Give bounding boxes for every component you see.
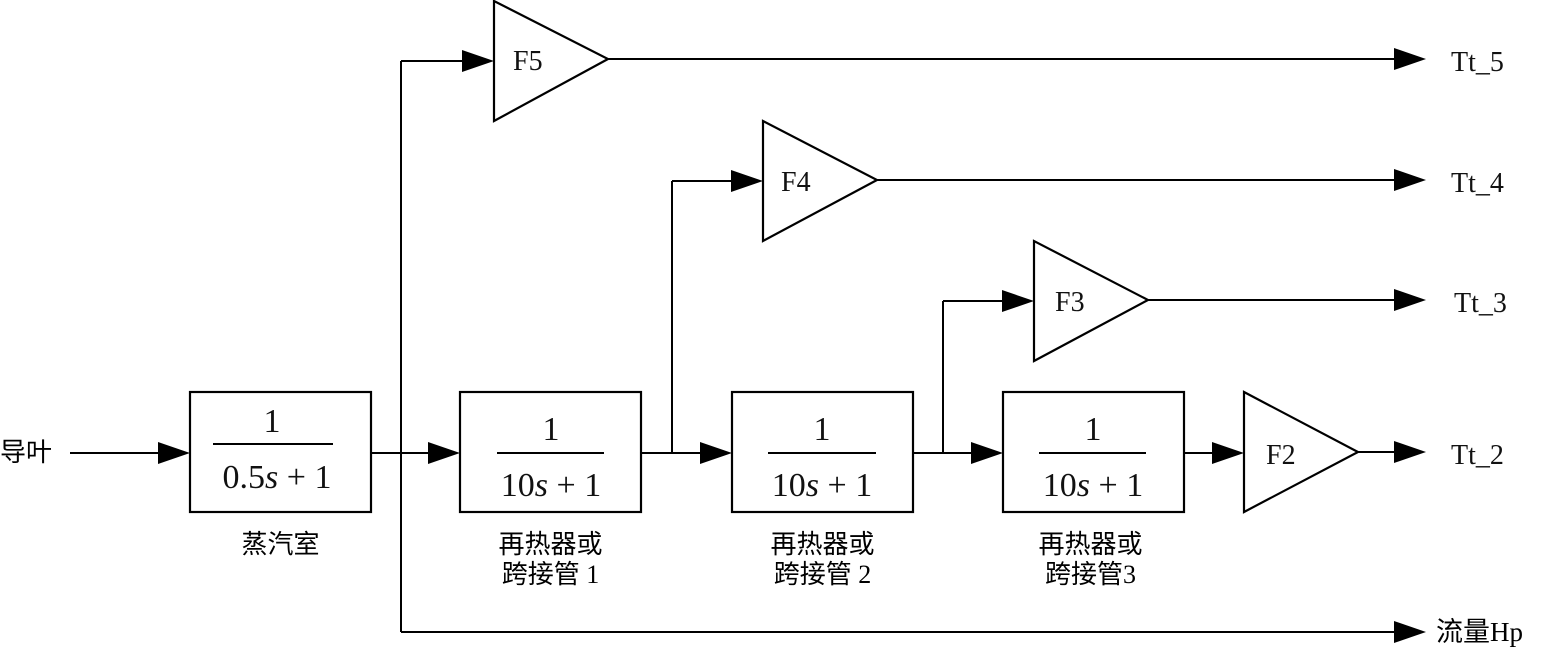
arrow-to-block-3 xyxy=(971,442,1003,464)
caption-line: 跨接管 1 xyxy=(501,560,600,589)
block-0-caption: 蒸汽室 xyxy=(190,530,371,560)
block-2-denominator: 10s + 1 xyxy=(772,467,872,504)
output-tt5: Tt_5 xyxy=(1451,47,1504,78)
arrow-to-f5 xyxy=(462,50,494,72)
caption-line: 蒸汽室 xyxy=(241,530,320,559)
block-2-caption: 再热器或 跨接管 2 xyxy=(732,530,913,590)
block-3-numerator: 1 xyxy=(1085,411,1102,448)
arrow-to-f4 xyxy=(731,170,763,192)
block-0-numerator: 1 xyxy=(264,403,281,440)
output-arrow-tt3 xyxy=(1394,289,1426,311)
arrow-to-block-1 xyxy=(428,442,460,464)
caption-line: 跨接管 2 xyxy=(773,560,872,589)
output-tt3: Tt_3 xyxy=(1454,288,1507,319)
input-arrow xyxy=(158,442,190,464)
caption-line: 再热器或 xyxy=(498,530,603,559)
block-steam-chest xyxy=(188,390,373,514)
input-label: 导叶 xyxy=(0,438,53,467)
output-tt4: Tt_4 xyxy=(1451,168,1504,199)
arrow-to-f2 xyxy=(1212,442,1244,464)
block-1-numerator: 1 xyxy=(543,411,560,448)
gain-f2 xyxy=(1242,390,1361,514)
output-arrow-tt5 xyxy=(1394,48,1426,70)
gain-f5-label: F5 xyxy=(513,46,543,77)
gain-f4 xyxy=(761,119,880,243)
flow-output-label: 流量Hp xyxy=(1436,617,1523,647)
gain-f4-label: F4 xyxy=(781,167,811,198)
output-tt2: Tt_2 xyxy=(1451,440,1504,471)
flow-arrow xyxy=(1394,621,1426,643)
block-3-denominator: 10s + 1 xyxy=(1043,467,1143,504)
output-arrow-tt4 xyxy=(1394,169,1426,191)
gain-f3 xyxy=(1032,239,1151,363)
gain-f3-label: F3 xyxy=(1055,287,1085,318)
gain-f5 xyxy=(492,0,611,123)
block-1-denominator: 10s + 1 xyxy=(501,467,601,504)
block-2-numerator: 1 xyxy=(814,411,831,448)
caption-line: 再热器或 xyxy=(770,530,875,559)
output-arrow-tt2 xyxy=(1394,441,1426,463)
block-1-caption: 再热器或 跨接管 1 xyxy=(460,530,641,590)
gain-f2-label: F2 xyxy=(1266,440,1296,471)
arrow-to-f3 xyxy=(1002,290,1034,312)
caption-line: 跨接管3 xyxy=(1044,560,1136,589)
arrow-to-block-2 xyxy=(700,442,732,464)
caption-line: 再热器或 xyxy=(1038,530,1143,559)
block-3-caption: 再热器或 跨接管3 xyxy=(1000,530,1181,590)
block-0-denominator: 0.5s + 1 xyxy=(223,459,332,496)
